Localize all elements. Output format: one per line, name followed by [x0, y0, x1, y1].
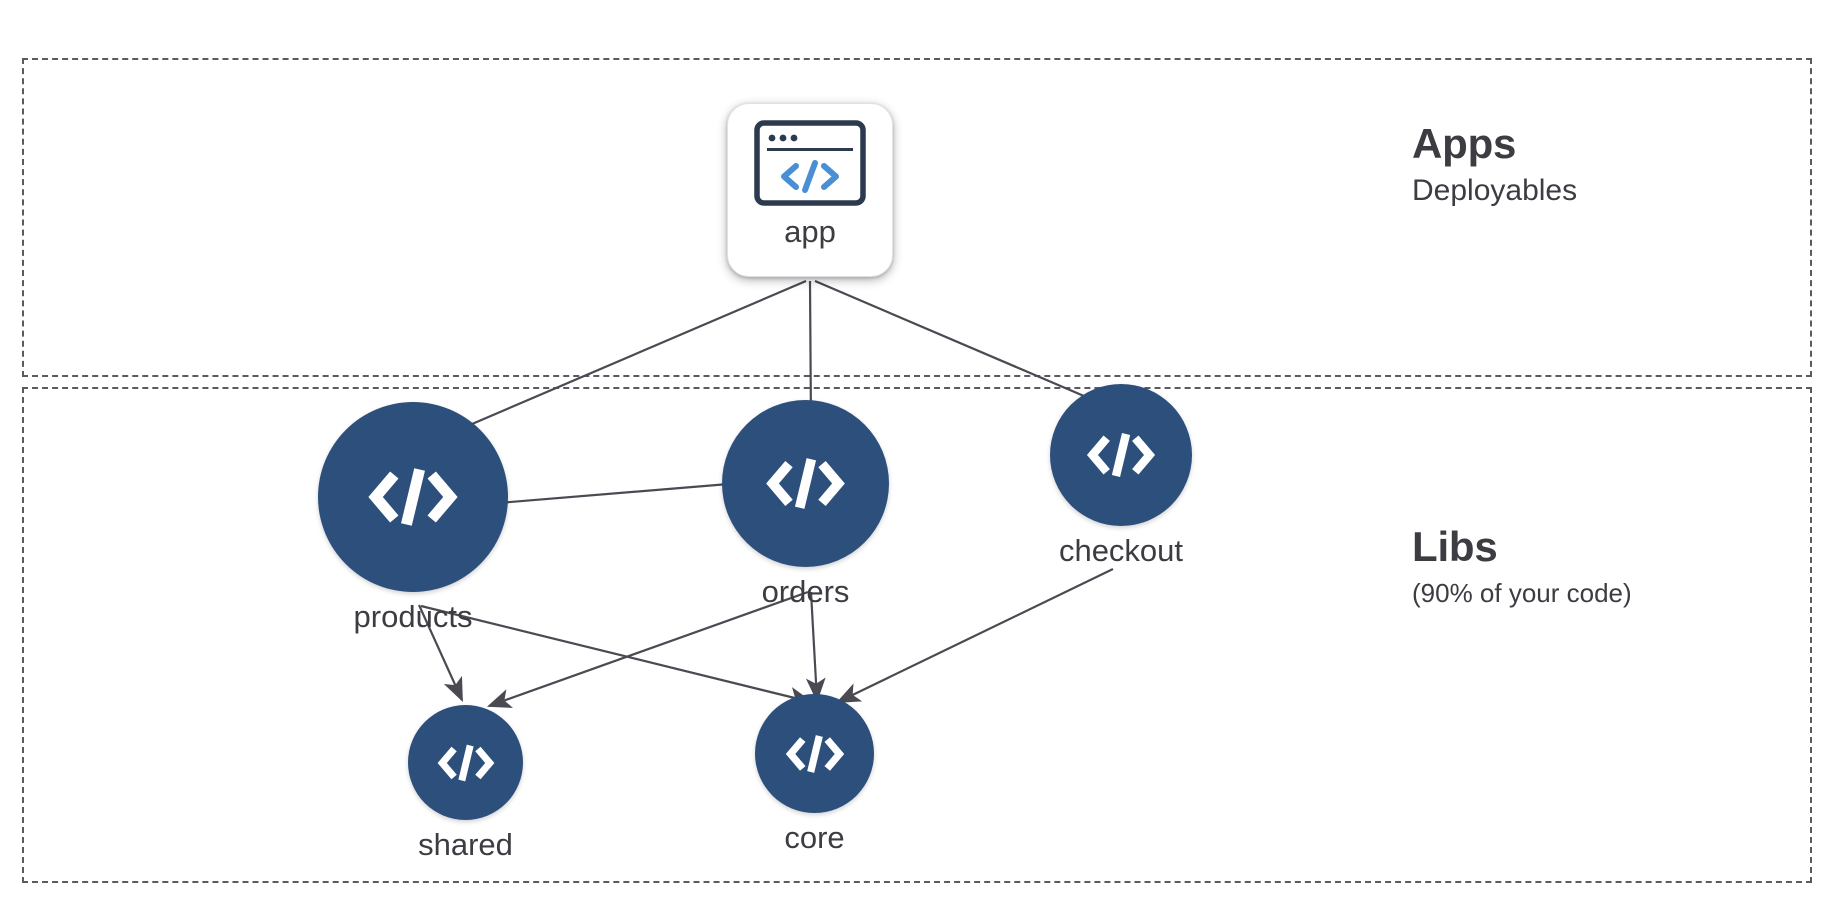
node-core[interactable]: core — [755, 694, 874, 853]
zone-apps-boundary — [22, 58, 1812, 377]
orders-circle — [722, 400, 889, 567]
browser-code-icon — [754, 120, 866, 206]
zone-libs-caption: Libs (90% of your code) — [1412, 523, 1632, 610]
zone-apps-title: Apps — [1412, 120, 1517, 167]
code-icon — [368, 468, 458, 526]
products-circle — [318, 402, 508, 592]
zone-libs-subtitle: (90% of your code) — [1412, 578, 1632, 609]
node-orders[interactable]: orders — [722, 400, 889, 607]
node-app[interactable]: app — [727, 103, 893, 277]
node-core-label: core — [784, 820, 845, 855]
node-products[interactable]: products — [318, 402, 508, 632]
code-icon — [785, 734, 844, 773]
node-shared[interactable]: shared — [408, 705, 523, 860]
zone-libs-title: Libs — [1412, 523, 1498, 570]
node-orders-label: orders — [761, 574, 850, 609]
node-app-label: app — [784, 214, 836, 249]
core-circle — [755, 694, 874, 813]
node-products-label: products — [353, 599, 473, 634]
code-icon — [766, 458, 845, 509]
code-icon — [1086, 433, 1156, 477]
node-checkout[interactable]: checkout — [1050, 384, 1192, 566]
shared-circle — [408, 705, 523, 820]
zone-apps-caption: Apps Deployables — [1412, 120, 1578, 210]
code-icon — [437, 744, 494, 781]
node-shared-label: shared — [418, 827, 513, 862]
node-checkout-label: checkout — [1058, 533, 1184, 568]
zone-apps-subtitle: Deployables — [1412, 174, 1578, 208]
zone-libs-boundary — [22, 387, 1812, 883]
checkout-circle — [1050, 384, 1192, 526]
